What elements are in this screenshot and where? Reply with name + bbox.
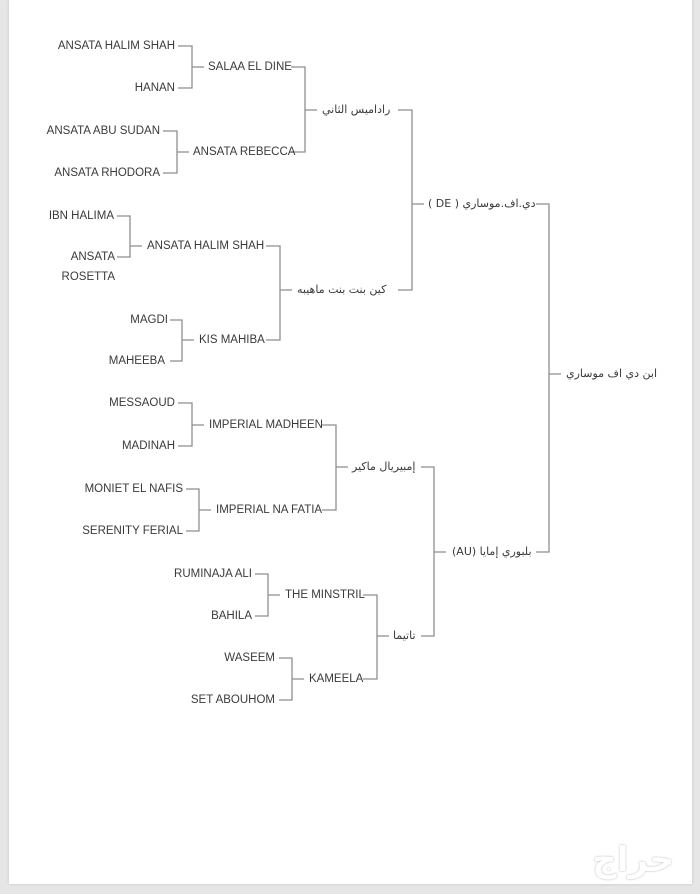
ancestor-name: BAHILA (211, 610, 252, 622)
ancestor-name: SERENITY FERIAL (82, 525, 183, 537)
bracket-maker (322, 424, 348, 511)
bracket-rebecca (163, 130, 189, 174)
grandparent-sire-name: SALAA EL DINE (208, 61, 292, 73)
bracket-minstril (255, 573, 280, 617)
bracket-keen (266, 245, 292, 341)
sire-dam-name: كين بنت بنت ماهيبه (297, 283, 387, 296)
bracket-tatima (363, 594, 389, 680)
bracket-radamis (291, 66, 317, 153)
ancestor-name: MAHEEBA (108, 355, 165, 367)
ancestor-name: MONIET EL NAFIS (84, 483, 183, 495)
grandparent-dam-name: ANSATA REBECCA (193, 146, 296, 158)
ancestor-name: ANSATA (70, 251, 115, 263)
bracket-halim-shah (117, 215, 142, 258)
ancestor-name: ANSATA HALIM SHAH (57, 40, 175, 52)
ancestor-name: MAGDI (130, 314, 168, 326)
ancestor-name: MADINAH (121, 440, 175, 452)
paper-page (9, 0, 692, 884)
ancestor-name: ANSATA ABU SUDAN (46, 125, 160, 137)
ancestor-name: ANSATA RHODORA (54, 167, 160, 179)
bracket-madheen (178, 402, 204, 447)
bracket-au (421, 466, 446, 637)
subject-name: ابن دي اف موساري (566, 367, 658, 380)
ancestor-name: WASEEM (224, 652, 275, 664)
bracket-kameela (279, 657, 304, 701)
grandparent-sire-name: THE MINSTRIL (285, 589, 365, 601)
grandparent-sire-name: IMPERIAL MADHEEN (209, 419, 323, 431)
dam-dam-name: تاتيما (393, 629, 416, 642)
ancestor-name: RUMINAJA ALI (174, 568, 252, 580)
grandparent-dam-name: IMPERIAL NA FATIA (216, 504, 323, 516)
grandparent-dam-name: KIS MAHIBA (199, 334, 265, 346)
bracket-nafatia (186, 488, 211, 532)
grandparent-dam-name: KAMEELA (309, 673, 364, 685)
ancestor-name: HANAN (134, 82, 175, 94)
grandparent-sire-name: ANSATA HALIM SHAH (147, 240, 265, 252)
bracket-salaa (178, 45, 204, 89)
dam-name: بلبوري إمايا (AU) (452, 545, 532, 558)
sire-sire-name: رادامیس الثاني (322, 103, 391, 116)
bracket-de (398, 109, 424, 291)
sire-name: دي.اف.موساري ( DE ) (428, 197, 536, 210)
ancestor-name: ROSETTA (61, 271, 115, 283)
bracket-subject (536, 203, 561, 553)
ancestor-name: MESSAOUD (109, 397, 175, 409)
haraj-watermark-logo: حراج (592, 840, 674, 880)
bracket-kis-mahiba (170, 319, 194, 362)
ancestor-name: SET ABOUHOM (190, 694, 275, 706)
ancestor-name: IBN HALIMA (48, 210, 114, 222)
dam-sire-name: إمبيريال ماكير (352, 460, 416, 473)
